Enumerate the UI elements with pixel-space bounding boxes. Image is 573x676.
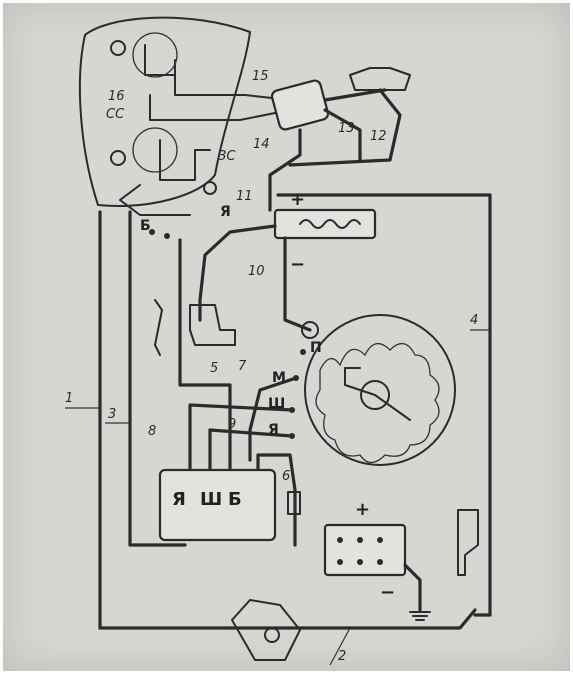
generator-rotor: [360, 380, 390, 410]
wire-6: [256, 453, 297, 547]
label-12: 12: [370, 129, 387, 144]
label-1: 1: [65, 391, 73, 406]
terminal-p: [300, 349, 306, 355]
switch-cap-top: [132, 32, 178, 78]
terminal-left-2: [164, 233, 170, 239]
battery-cell-3: [377, 537, 383, 543]
battery-ground-lead: [403, 563, 422, 612]
generator-housing: [304, 314, 456, 466]
label-6: 6: [282, 469, 290, 484]
fuse-icon: [287, 491, 301, 515]
generator-field: [315, 343, 440, 464]
ground-battery-icon: [409, 611, 431, 621]
label-terminal-ya-top: Я: [220, 204, 231, 220]
wire-7: [248, 376, 298, 462]
horn-icon: [349, 67, 411, 91]
label-terminal-ya: Я: [268, 422, 279, 438]
label-coil-plus: +: [290, 189, 305, 210]
headlight-housing: [78, 16, 251, 207]
spark-plug-icon: [189, 304, 236, 346]
label-7: 7: [238, 359, 247, 374]
coil-winding: [299, 219, 361, 229]
label-battery-minus: −: [380, 582, 395, 603]
label-13: 13: [338, 121, 355, 136]
battery-cell-6: [377, 559, 383, 565]
battery-cell-4: [337, 559, 343, 565]
label-relay-ya: Я: [172, 489, 186, 510]
battery-cell-2: [357, 537, 363, 543]
bulb-left-icon: [110, 150, 126, 166]
label-11: 11: [236, 189, 253, 204]
terminal-left-1: [149, 229, 155, 235]
wire-5: [178, 238, 232, 472]
wire-10-hv: [198, 224, 277, 322]
label-5: 5: [210, 361, 218, 376]
label-coil-minus: −: [290, 254, 305, 275]
label-10: 10: [248, 264, 265, 279]
breaker-arm: [344, 367, 411, 421]
wire-12-horn: [288, 88, 402, 167]
label-terminal-p: П: [310, 340, 322, 356]
label-2: 2: [338, 649, 346, 664]
battery-cell-1: [337, 537, 343, 543]
label-15: 15: [252, 69, 269, 84]
label-relay-sh: Ш: [200, 489, 222, 510]
wire-1-main-loop: [98, 210, 234, 630]
battery: [323, 523, 407, 577]
label-4: 4: [470, 313, 478, 328]
wire-3-left-inner: [128, 210, 187, 547]
label-16-bottom: СС: [106, 107, 125, 122]
label-9: 9: [228, 417, 236, 432]
connector-block: [270, 79, 330, 131]
tail-light-bulb-icon: [264, 627, 280, 643]
relay-regulator: [158, 468, 277, 542]
wire-8: [188, 403, 294, 472]
switch-cap-bottom: [132, 127, 178, 173]
label-16-top: 16: [108, 89, 125, 104]
bulb-small-icon: [203, 181, 217, 195]
label-zs: ЗС: [218, 149, 236, 164]
battery-cell-5: [357, 559, 363, 565]
bulb-top-icon: [110, 40, 126, 56]
wire-9: [208, 428, 294, 472]
label-relay-b: Б: [228, 489, 242, 510]
wire-4-right: [276, 193, 492, 617]
label-3: 3: [108, 407, 116, 422]
label-battery-plus: +: [355, 499, 370, 520]
wire-13-14: [268, 88, 387, 212]
wire-2-tail: [230, 608, 477, 630]
leader-2: [329, 627, 351, 666]
label-terminal-b-top: Б: [140, 218, 151, 234]
stop-switch-icon: [457, 509, 479, 576]
tail-light-housing: [231, 599, 301, 661]
generator-cap-icon: [301, 321, 319, 339]
label-terminal-sh: Ш: [268, 396, 285, 412]
label-8: 8: [148, 424, 156, 439]
label-14: 14: [253, 137, 270, 152]
left-switch-icon: [154, 299, 163, 356]
label-terminal-m: М: [272, 370, 286, 386]
